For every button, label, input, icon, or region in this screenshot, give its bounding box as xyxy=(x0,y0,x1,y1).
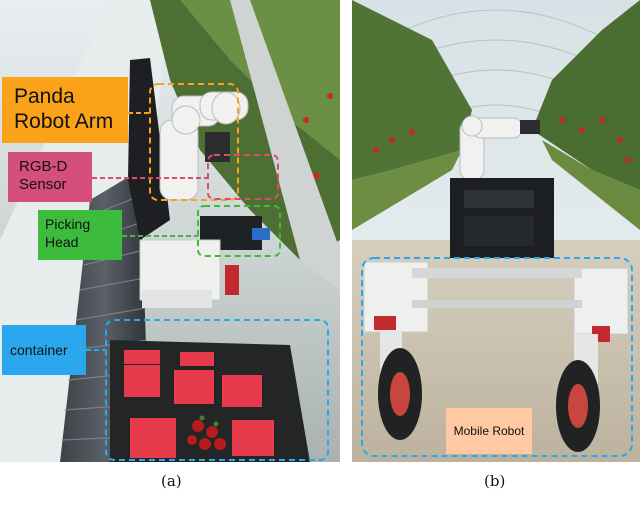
mobile-robot-label: Mobile Robot xyxy=(446,408,532,454)
container-label: container xyxy=(2,325,86,375)
mobile-robot-photo xyxy=(352,0,640,462)
container-box xyxy=(105,319,329,461)
rgbd-sensor-label: RGB-D Sensor xyxy=(8,152,92,202)
picking-head-label: Picking Head xyxy=(38,210,122,260)
caption-panel-a: (a) xyxy=(161,472,182,490)
panda-arm-label: Panda Robot Arm xyxy=(2,77,128,143)
caption-panel-b: (b) xyxy=(484,472,506,490)
picking-head-box xyxy=(197,205,281,257)
panda-arm-box xyxy=(149,83,239,201)
photo-panel-b xyxy=(352,0,640,462)
mobile-robot-box xyxy=(361,257,633,457)
